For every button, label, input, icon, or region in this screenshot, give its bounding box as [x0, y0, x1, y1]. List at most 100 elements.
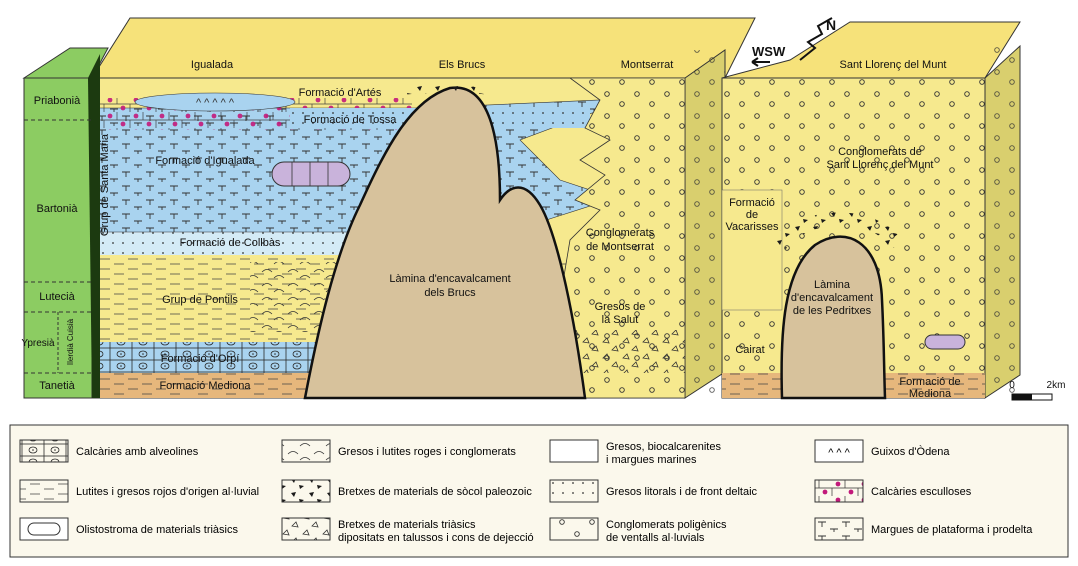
montserrat-side-pattern: [685, 50, 725, 398]
label-formacio-artes: Formació d'Artés: [299, 87, 382, 99]
label-cairat: Cairat: [735, 344, 764, 356]
legend-label: de ventalls al·luvials: [606, 532, 705, 544]
legend-label: Bretxes de materials de sòcol paleozoic: [338, 486, 532, 498]
legend-label: Lutites i gresos rojos d'origen al·luvia…: [76, 486, 259, 498]
label-grup-santa-maria: Grup de Santa Maria: [99, 133, 111, 236]
label-salut-2: la Salut: [602, 314, 639, 326]
stage-tanetia: Tanetià: [39, 380, 75, 392]
legend-label: dipositats en talussos i cons de dejecci…: [338, 532, 534, 544]
right-side-pattern: [985, 46, 1020, 398]
legend-item: Lutites i gresos rojos d'origen al·luvia…: [19, 479, 259, 503]
stage-bartonia: Bartonià: [37, 203, 79, 215]
brucs-breccia-cap: [400, 82, 490, 95]
label-formacio-tossa: Formació de Tossa: [304, 114, 398, 126]
reef-limestone-icon: [814, 479, 864, 503]
legend-item: Calcàries esculloses: [814, 479, 972, 503]
label-montserrat-cong-1: Conglomerats: [586, 227, 655, 239]
label-vacarisses-2: de: [746, 209, 758, 221]
label-formacio-collbas: Formació de Collbàs: [180, 237, 281, 249]
legend-item: Margues de plataforma i prodelta: [814, 517, 1033, 541]
label-mediona-right-2: Mediona: [909, 388, 952, 400]
label-grup-pontils: Grup de Pontils: [162, 294, 238, 306]
legend-item: Olistostroma de materials triàsics: [19, 517, 238, 541]
label-stllorenc-cong-2: Sant Llorenç del Munt: [826, 159, 933, 171]
alveolina-limestone-icon: [19, 439, 69, 463]
marl-icon: [814, 517, 864, 541]
pedritxes-breccia-arc: [770, 212, 905, 250]
legend-label: Calcàries amb alveolines: [76, 446, 199, 458]
label-formacio-mediona-left: Formació Mediona: [159, 380, 251, 392]
triassic-breccia-icon: [281, 517, 331, 541]
legend-item: Bretxes de materials de sòcol paleozoic: [281, 479, 532, 503]
label-brucs-sheet-2: dels Brucs: [424, 287, 476, 299]
marine-sandstone-icon: [549, 439, 599, 463]
odena-gypsum-lens: [134, 92, 296, 112]
north-arrow-icon: [799, 17, 833, 61]
stage-column: [22, 47, 109, 399]
legend-label: Margues de plataforma i prodelta: [871, 524, 1033, 536]
direction-indicator: [751, 17, 833, 67]
label-pedritxes-2: d'encavalcament: [791, 292, 873, 304]
gypsum-icon: [814, 439, 864, 463]
label-formacio-orpi: Formació d'Orpí: [161, 353, 240, 365]
right-block: [721, 21, 1021, 400]
gypsum-marks: ^ ^ ^ ^ ^: [196, 97, 235, 109]
label-salut-1: Gresos de: [595, 301, 646, 313]
legend-item: Gresos, biocalcarenites i margues marine…: [549, 439, 721, 466]
label-formacio-igualada: Formació d'Igualada: [155, 155, 255, 167]
label-north: N: [826, 17, 836, 33]
label-sant-llorenc: Sant Llorenç del Munt: [839, 59, 946, 71]
salut-sandstone: [575, 330, 685, 373]
wsw-arrow-icon: [751, 57, 770, 67]
brucs-thrust-sheet: [303, 86, 587, 400]
legend-item: Gresos litorals i de front deltaic: [549, 479, 758, 503]
alluvial-lutite-icon: [19, 479, 69, 503]
label-montserrat: Montserrat: [621, 59, 674, 71]
red-sandstone-lutite-icon: [281, 439, 331, 463]
label-stllorenc-cong-1: Conglomerats de: [838, 146, 922, 158]
gypsum-icon-marks: ^ ^ ^: [828, 447, 850, 459]
legend: Calcàries amb alveolines Lutites i greso…: [9, 424, 1069, 558]
label-wsw: WSW: [752, 44, 786, 59]
pedritxes-thrust-sheet: [780, 235, 887, 400]
label-montserrat-cong-2: de Montserrat: [586, 241, 654, 253]
paleozoic-breccia-icon: [281, 479, 331, 503]
legend-label: Bretxes de materials triàsics: [338, 519, 476, 531]
polygenic-conglomerate-icon: [549, 517, 599, 541]
legend-label: Gresos litorals i de front deltaic: [606, 486, 758, 498]
label-pedritxes-3: de les Pedritxes: [793, 305, 872, 317]
label-scale-zero: 0: [1009, 380, 1015, 391]
legend-frame: [9, 424, 1069, 558]
legend-label: i margues marines: [606, 454, 697, 466]
montserrat-conglomerate-pattern: [560, 78, 685, 398]
label-vacarisses-3: Vacarisses: [726, 221, 779, 233]
right-olistostrome: [924, 334, 966, 350]
olistostrome-lens: [271, 161, 351, 187]
legend-label: Olistostroma de materials triàsics: [76, 524, 238, 536]
vacarisses-unit: [721, 189, 783, 311]
label-mediona-right-1: Formació de: [899, 376, 960, 388]
legend-label: Guixos d'Òdena: [871, 445, 950, 458]
label-vacarisses-1: Formació: [729, 197, 775, 209]
label-els-brucs: Els Brucs: [439, 59, 486, 71]
stage-ypresia: Ypresià: [21, 338, 55, 349]
littoral-sandstone-icon: [549, 479, 599, 503]
left-block: ^ ^ ^ ^ ^: [91, 17, 756, 400]
legend-label: Conglomerats poligènics: [606, 519, 727, 531]
legend-item: Conglomerats poligènics de ventalls al·l…: [549, 517, 727, 544]
scale-bar: [1011, 393, 1053, 401]
legend-label: Gresos, biocalcarenites: [606, 441, 721, 453]
label-brucs-sheet-1: Làmina d'encavalcament: [389, 273, 510, 285]
stage-priabonia: Priabonià: [34, 95, 81, 107]
legend-label: Calcàries esculloses: [871, 486, 972, 498]
legend-item: Calcàries amb alveolines: [19, 439, 199, 463]
label-scale-end: 2km: [1047, 380, 1066, 391]
legend-item: Bretxes de materials triàsics dipositats…: [281, 517, 534, 544]
legend-label: Gresos i lutites roges i conglomerats: [338, 446, 516, 458]
label-igualada: Igualada: [191, 59, 234, 71]
legend-item: ^ ^ ^ Guixos d'Òdena: [814, 439, 950, 463]
label-pedritxes-1: Làmina: [814, 279, 851, 291]
legend-item: Gresos i lutites roges i conglomerats: [281, 439, 516, 463]
stage-ilerdia-cuisia: Ilerdià Cuisià: [66, 318, 75, 365]
